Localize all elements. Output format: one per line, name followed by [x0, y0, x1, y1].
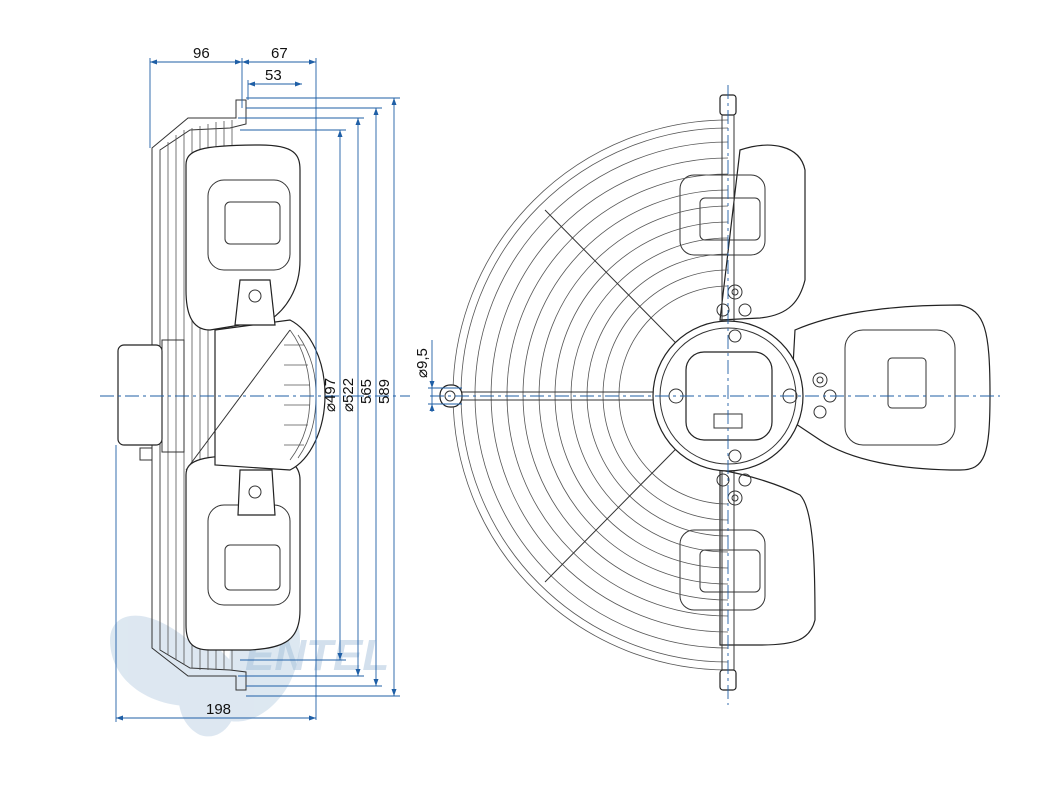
dim-diameter-522: ⌀522 [340, 378, 357, 412]
front-view [439, 94, 991, 691]
dim-565: 565 [358, 379, 375, 404]
dimension-lines [115, 58, 462, 722]
dim-589: 589 [376, 379, 393, 404]
dim-198: 198 [206, 701, 231, 718]
dim-53: 53 [265, 67, 282, 84]
dim-96: 96 [193, 45, 210, 62]
dim-diameter-497: ⌀497 [322, 378, 339, 412]
dim-hole-9-5: ⌀9,5 [414, 348, 431, 378]
side-view [117, 99, 326, 691]
dim-67: 67 [271, 45, 288, 62]
